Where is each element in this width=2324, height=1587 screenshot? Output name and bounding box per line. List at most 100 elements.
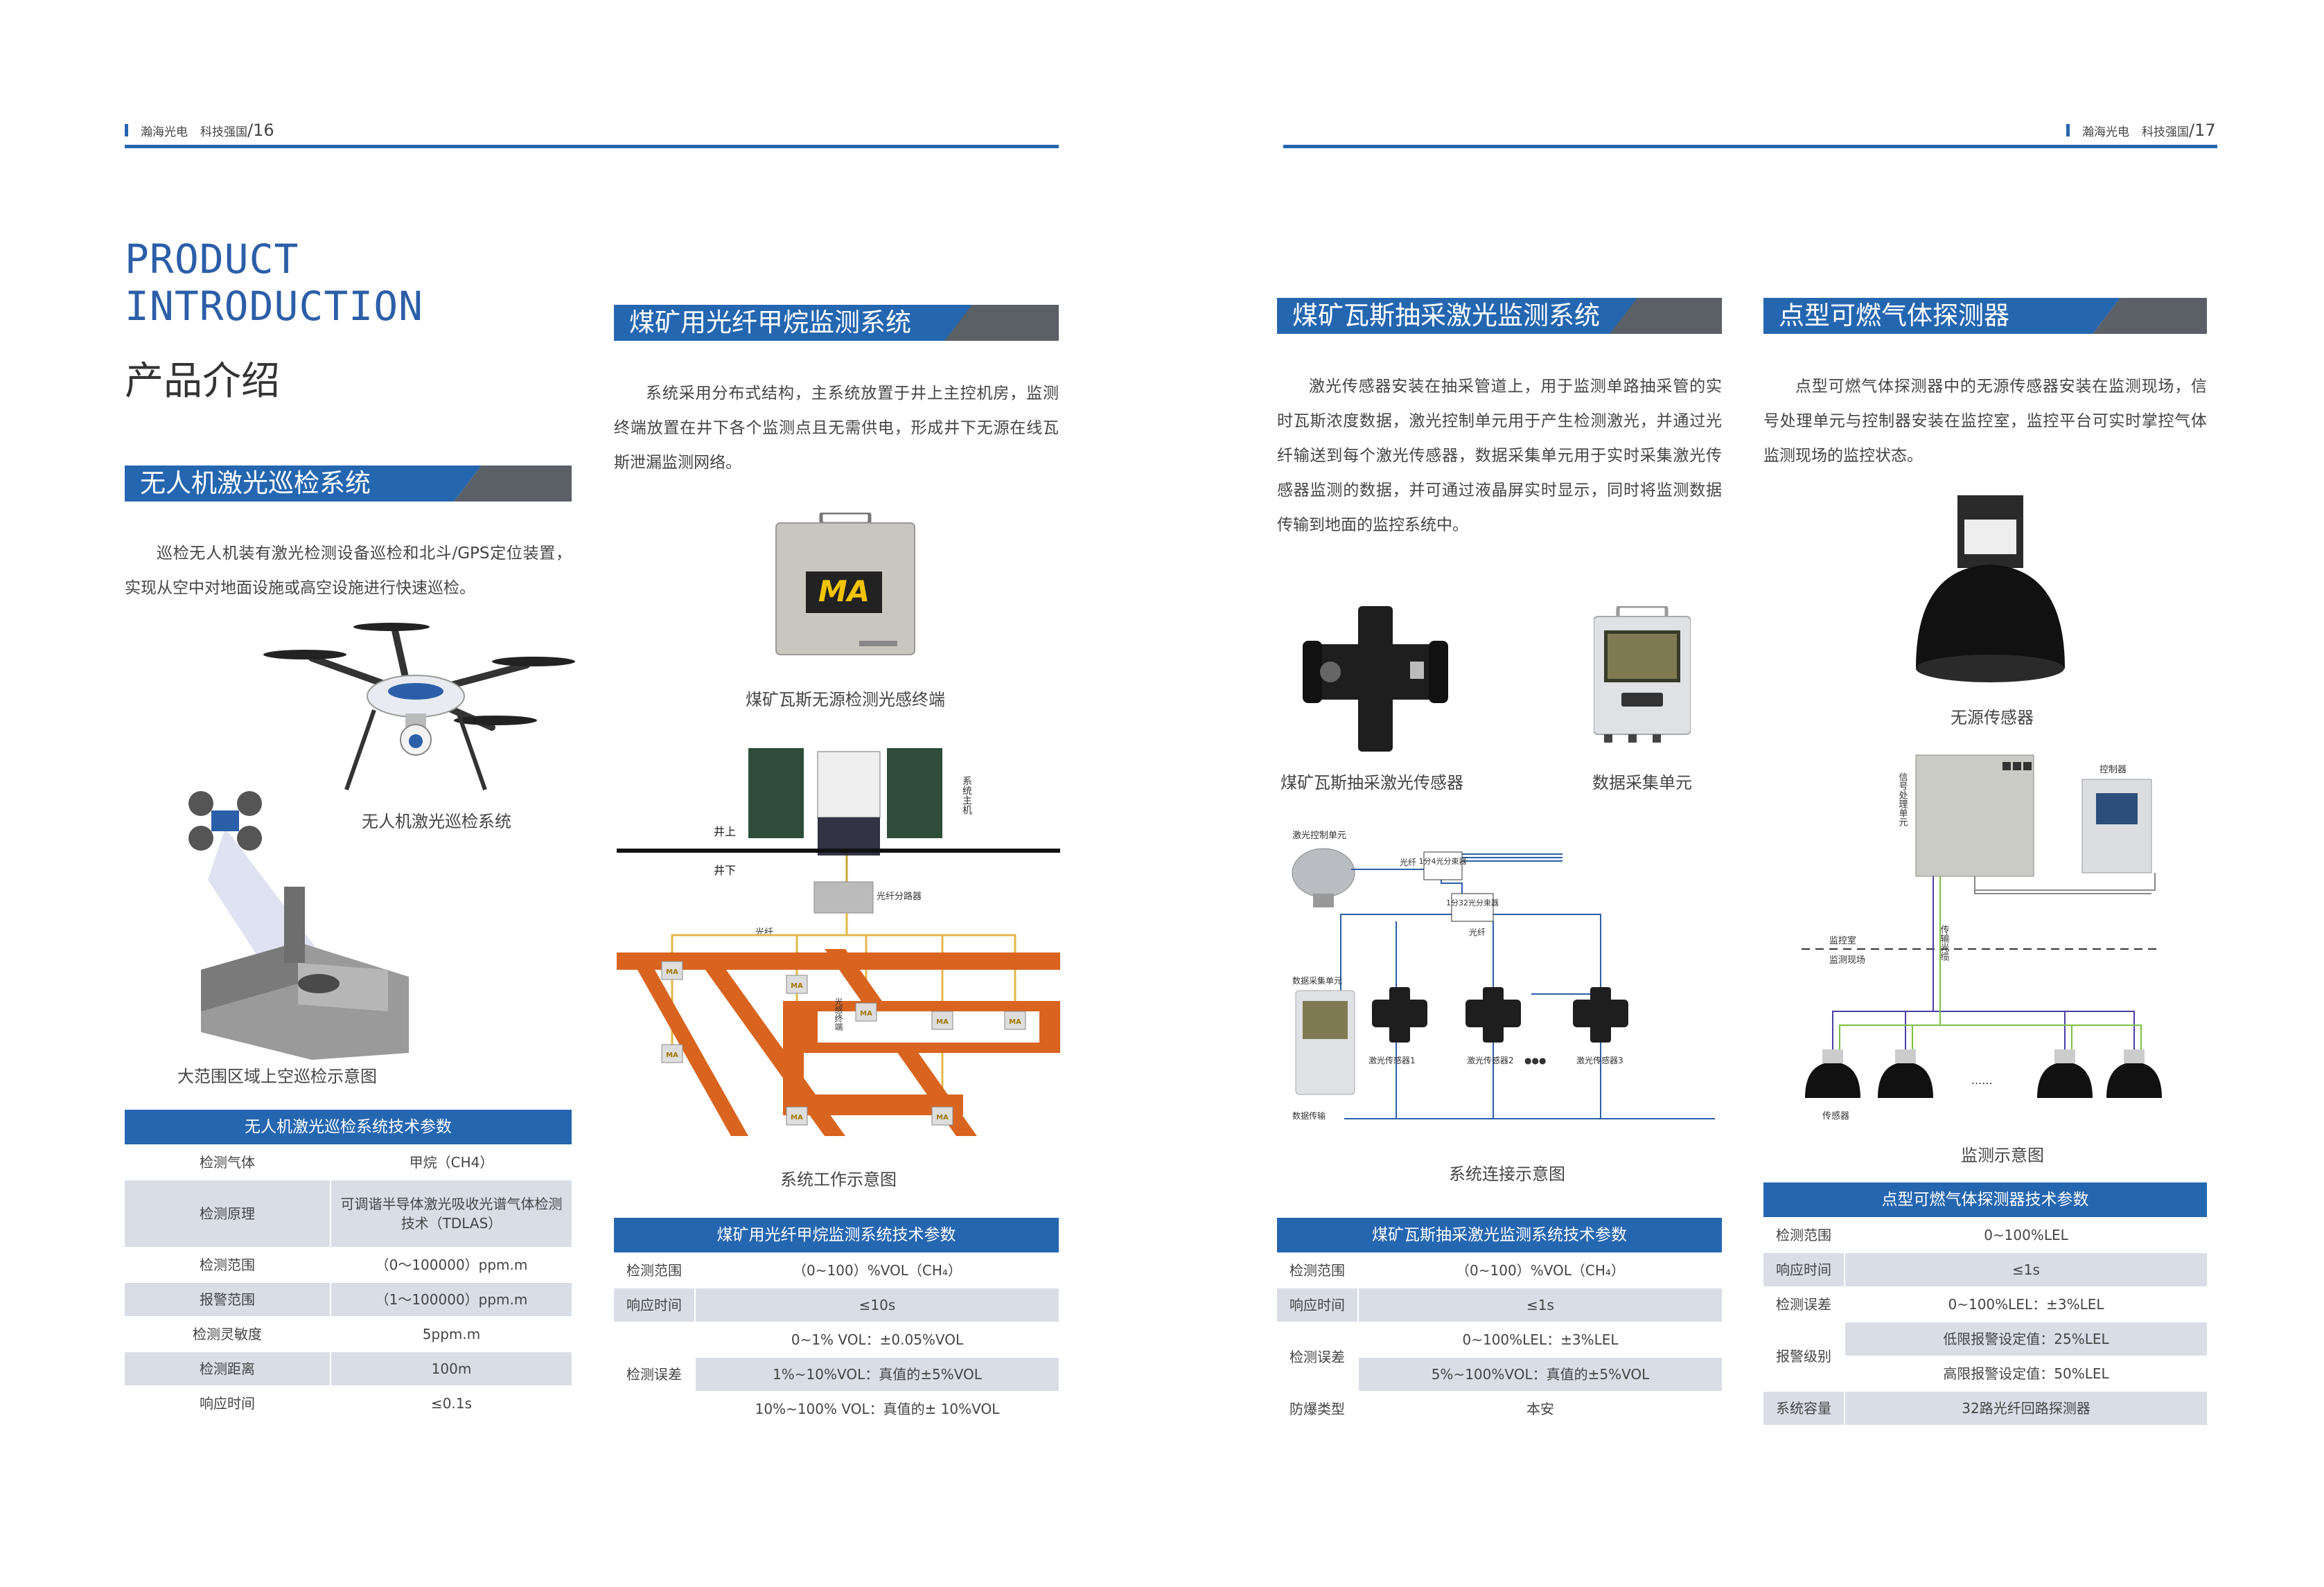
table-row: 10%~100% VOL：真值的± 10%VOL	[614, 1391, 1059, 1426]
param-value: 10%~100% VOL：真值的± 10%VOL	[695, 1391, 1059, 1426]
param-name: 响应时间	[1763, 1252, 1845, 1287]
gas-spec-table: 煤矿瓦斯抽采激光监测系统技术参数 检测范围（0~100）%VOL（CH₄） 响应…	[1277, 1218, 1722, 1426]
param-value: 0~100%LEL：±3%LEL	[1845, 1286, 2207, 1322]
terminal-marker-logo: MA	[1009, 1018, 1021, 1026]
table-row: 响应时间≤0.1s	[125, 1385, 572, 1420]
param-name: 检测范围	[614, 1252, 696, 1288]
fiber-section-title: 煤矿用光纤甲烷监测系统	[614, 305, 974, 341]
param-value: 5ppm.m	[331, 1316, 572, 1351]
fiber-system-diagram: 系统主机 井上 井下 光纤分路器 光纤 MA MA MA MA MA MA MA…	[617, 748, 1060, 1136]
param-value: 32路光纤回路探测器	[1845, 1390, 2207, 1425]
fiber-label: 光纤	[755, 928, 773, 938]
param-name: 系统容量	[1763, 1390, 1845, 1425]
gas-sensor-image	[1303, 606, 1448, 752]
fiber-terminal-caption: 煤矿瓦斯无源检测光感终端	[746, 690, 945, 709]
fiber-description: 系统采用分布式结构，主系统放置于井上主控机房，监测终端放置在井下各个监测点且无需…	[614, 384, 1059, 472]
terminal-marker-logo: MA	[860, 1010, 872, 1018]
param-value: 100m	[331, 1351, 572, 1386]
terminal-logo: MA	[818, 574, 870, 608]
header-brand: 瀚海光电	[141, 125, 188, 139]
left-page-header: 瀚海光电 科技强国/16	[125, 121, 274, 140]
param-value: 0~100%LEL：±3%LEL	[1358, 1322, 1722, 1357]
table-row: 报警级别低限报警设定值：25%LEL	[1763, 1321, 2207, 1391]
table-row: 报警范围（1～100000）ppm.m	[125, 1282, 572, 1317]
gas-connection-diagram: 激光控制单元 光纤 1分4光分束器 1分32光分束器 光纤 数据采集单元 数据传…	[1292, 831, 1715, 1121]
gas-table-title: 煤矿瓦斯抽采激光监测系统技术参数	[1277, 1218, 1722, 1252]
param-value: ≤0.1s	[331, 1385, 572, 1420]
sensor3-label: 激光传感器3	[1576, 1055, 1623, 1065]
laser-ctrl-label: 激光控制单元	[1292, 831, 1346, 841]
param-value: ≤1s	[1358, 1287, 1722, 1322]
intro-en-line1: PRODUCT	[125, 236, 299, 283]
param-value: ≤10s	[695, 1287, 1059, 1322]
param-name: 报警范围	[125, 1282, 331, 1317]
param-name: 检测原理	[125, 1179, 331, 1248]
table-row: 响应时间≤10s	[614, 1287, 1059, 1322]
param-name: 响应时间	[125, 1385, 331, 1420]
table-row: 响应时间≤1s	[1277, 1287, 1722, 1322]
underground-label: 井下	[714, 864, 736, 877]
param-value: （0~100）%VOL（CH₄）	[1358, 1252, 1722, 1288]
param-value: 高限报警设定值：50%LEL	[1845, 1356, 2207, 1391]
monitor-site-label: 监测现场	[1829, 955, 1865, 966]
uav-section-header: 无人机激光巡检系统	[125, 466, 572, 502]
product-intro-cn: 产品介绍	[125, 359, 280, 404]
param-name: 检测误差	[1763, 1286, 1845, 1322]
param-name: 报警级别	[1763, 1321, 1845, 1391]
table-row: 检测气体甲烷（CH4）	[125, 1144, 572, 1180]
gas-section-header: 煤矿瓦斯抽采激光监测系统	[1277, 298, 1722, 334]
terminal-marker-logo: MA	[666, 1052, 678, 1059]
fiber-label-2: 光纤	[1469, 928, 1486, 937]
header-mark	[2066, 124, 2070, 136]
param-name: 检测灵敏度	[125, 1316, 331, 1351]
param-name: 防爆类型	[1277, 1391, 1359, 1426]
data-collector-caption: 数据采集单元	[1592, 773, 1692, 792]
table-row: 检测范围（0~100）%VOL（CH₄）	[614, 1252, 1059, 1288]
param-value: 1%~10%VOL：真值的±5%VOL	[695, 1356, 1059, 1392]
split4-label: 1分4光分束器	[1419, 856, 1467, 866]
sensor-label: 传感器	[1822, 1110, 1849, 1121]
table-row: 5%~100%VOL：真值的±5%VOL	[1277, 1356, 1722, 1392]
param-value: （1～100000）ppm.m	[331, 1282, 572, 1317]
param-value: 甲烷（CH4）	[331, 1144, 572, 1180]
product-intro-en: PRODUCT INTRODUCTION	[125, 236, 423, 330]
splitter-label: 光纤分路器	[877, 891, 922, 902]
fiber-table-title: 煤矿用光纤甲烷监测系统技术参数	[614, 1218, 1059, 1252]
platform-caption: 大范围区域上空巡检示意图	[177, 1067, 377, 1086]
param-name: 检测误差	[1277, 1322, 1359, 1392]
host-label: 系统主机	[961, 776, 972, 815]
param-value: 0~1% VOL：±0.05%VOL	[695, 1322, 1059, 1357]
controller-label: 控制器	[2099, 765, 2127, 775]
param-value: 本安	[1358, 1391, 1722, 1426]
param-name: 响应时间	[1277, 1287, 1359, 1322]
param-value: ≤1s	[1845, 1252, 2207, 1287]
param-name: 响应时间	[614, 1287, 696, 1322]
header-slogan: 科技强国/17	[2142, 121, 2216, 140]
intro-en-line2: INTRODUCTION	[125, 283, 424, 330]
terminal-marker-logo: MA	[936, 1018, 949, 1026]
ellipsis-dots: ●●●	[1524, 1056, 1546, 1065]
param-name: 检测范围	[1277, 1252, 1359, 1288]
param-name: 检测气体	[125, 1144, 331, 1180]
split32-label: 1分32光分束器	[1446, 898, 1499, 907]
above-ground-label: 井上	[714, 825, 736, 838]
offshore-platform-image	[188, 791, 409, 1060]
point-description: 点型可燃气体探测器中的无源传感器安装在监测现场，信号处理单元与控制器安装在监控室…	[1763, 378, 2207, 465]
fiber-terminal-image: MA	[775, 513, 915, 655]
fiber-diagram-caption: 系统工作示意图	[780, 1170, 897, 1189]
terminal-marker-logo: MA	[791, 1114, 803, 1121]
sensor1-label: 激光传感器1	[1368, 1055, 1416, 1065]
signal-unit-label: 信号处理单元	[1897, 772, 1908, 827]
header-slogan: 科技强国/16	[200, 121, 274, 140]
fiber-section-header: 煤矿用光纤甲烷监测系统	[614, 305, 1059, 341]
param-value: 0~100%LEL	[1845, 1217, 2207, 1252]
transfer-cable-label: 传输光缆	[1939, 925, 1950, 961]
param-name: 检测距离	[125, 1351, 331, 1386]
param-name: 检测范围	[125, 1247, 331, 1282]
param-value: 5%~100%VOL：真值的±5%VOL	[1358, 1356, 1722, 1392]
param-name: 检测范围	[1763, 1217, 1845, 1252]
